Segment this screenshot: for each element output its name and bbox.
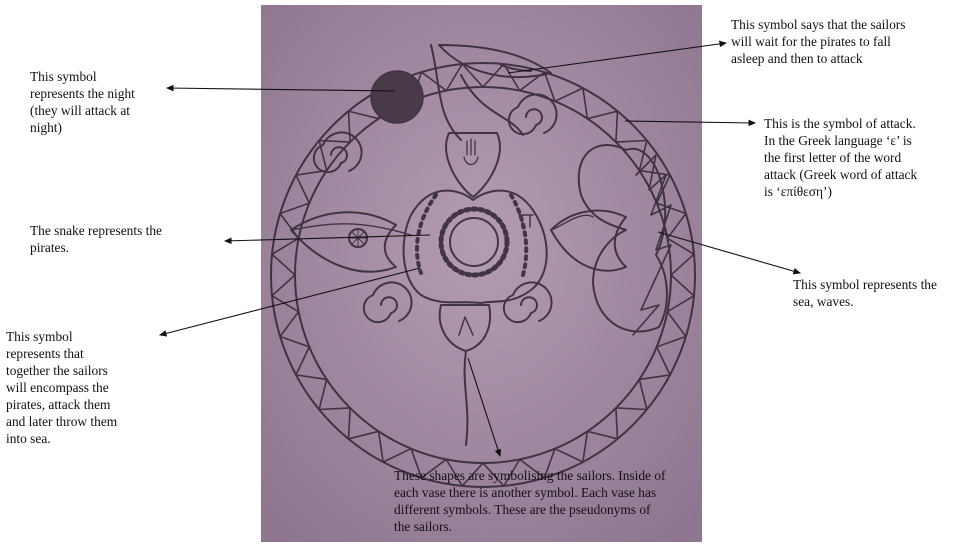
annotation-sailors: These shapes are symbolising the sailors… <box>394 467 724 543</box>
annotation-attack: This is the symbol of attack. In the Gre… <box>764 115 954 200</box>
annotation-sea: This symbol represents the sea, waves. <box>793 276 953 310</box>
annotation-wait: This symbol says that the sailors will w… <box>731 16 951 67</box>
arrow-attack <box>625 121 755 123</box>
annotation-night: This symbol represents the night (they w… <box>30 68 180 136</box>
annotation-snake: The snake represents the pirates. <box>30 222 210 256</box>
arrow-sea <box>658 232 800 273</box>
arrow-sailors <box>468 358 500 456</box>
arrow-night <box>167 88 395 91</box>
annotation-encompass: This symbol represents that together the… <box>6 328 156 447</box>
arrow-snake <box>225 235 430 241</box>
arrow-encompass <box>160 268 420 335</box>
arrow-wait <box>508 43 726 73</box>
